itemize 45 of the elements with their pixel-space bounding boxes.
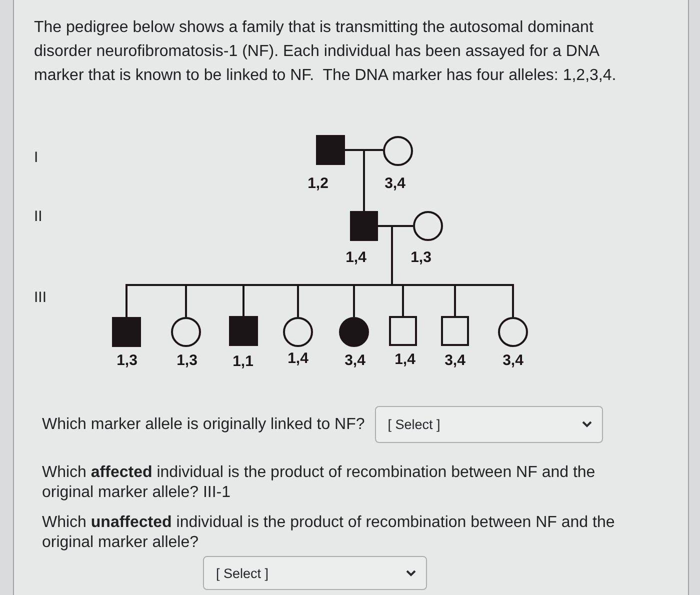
genotype-label: 1,3 <box>410 249 432 266</box>
open-circle-symbol <box>283 317 313 347</box>
pedigree-line <box>126 284 514 286</box>
pedigree-line <box>512 285 514 317</box>
generation-numeral: I <box>34 149 38 166</box>
genotype-label: 1,3 <box>116 352 138 369</box>
filled-square-symbol <box>112 317 141 347</box>
generation-numeral: III <box>34 289 47 306</box>
open-square-symbol <box>389 316 417 346</box>
pedigree-line <box>126 285 128 317</box>
pedigree-line <box>363 150 365 211</box>
open-circle-symbol <box>498 317 528 347</box>
open-square-symbol <box>441 316 469 346</box>
genotype-label: 3,4 <box>384 175 406 192</box>
pedigree-line <box>402 285 404 316</box>
question-text: Which marker allele is originally linked to NF? <box>42 414 365 434</box>
genotype-label: 3,4 <box>502 352 524 369</box>
pedigree-line <box>378 225 413 227</box>
open-circle-symbol <box>413 211 443 241</box>
genotype-label: 1,1 <box>232 353 254 370</box>
genotype-label: 1,3 <box>176 352 198 369</box>
open-circle-symbol <box>171 317 201 347</box>
generation-numeral: II <box>34 208 42 225</box>
pedigree-line <box>353 285 355 317</box>
genotype-label: 3,4 <box>344 352 366 369</box>
intro-paragraph: The pedigree below shows a family that is transmitting the autosomal dominant disorder neurofibromatosis-1 (NF). Each individual has been assayed for a DNA marker that is known to be linked to NF. The DNA marker has four alleles: 1,2,3,4. <box>34 18 618 86</box>
genotype-label: 1,2 <box>308 175 328 192</box>
select-dropdown: [ Select ] <box>203 556 427 590</box>
pedigree-line <box>297 285 299 317</box>
pedigree-line <box>185 285 187 317</box>
genotype-label: 1,4 <box>288 350 308 367</box>
pedigree-line <box>242 285 244 316</box>
genotype-label: 1,4 <box>394 351 416 368</box>
pedigree-line <box>454 285 456 316</box>
genotype-label: 1,4 <box>346 249 366 266</box>
genotype-label: 3,4 <box>444 352 466 369</box>
pedigree-line <box>391 226 393 285</box>
filled-square-symbol <box>316 135 345 165</box>
pedigree-line <box>345 149 383 151</box>
question-text: Which affected individual is the product of recombination between NF and the original marker allele? III-1 <box>42 463 596 503</box>
question-text: Which unaffected individual is the product of recombination between NF and the original marker allele? <box>42 513 616 553</box>
filled-square-symbol <box>350 211 378 241</box>
select-dropdown: [ Select ] <box>374 406 603 443</box>
open-circle-symbol <box>383 136 413 166</box>
filled-square-symbol <box>229 316 258 346</box>
